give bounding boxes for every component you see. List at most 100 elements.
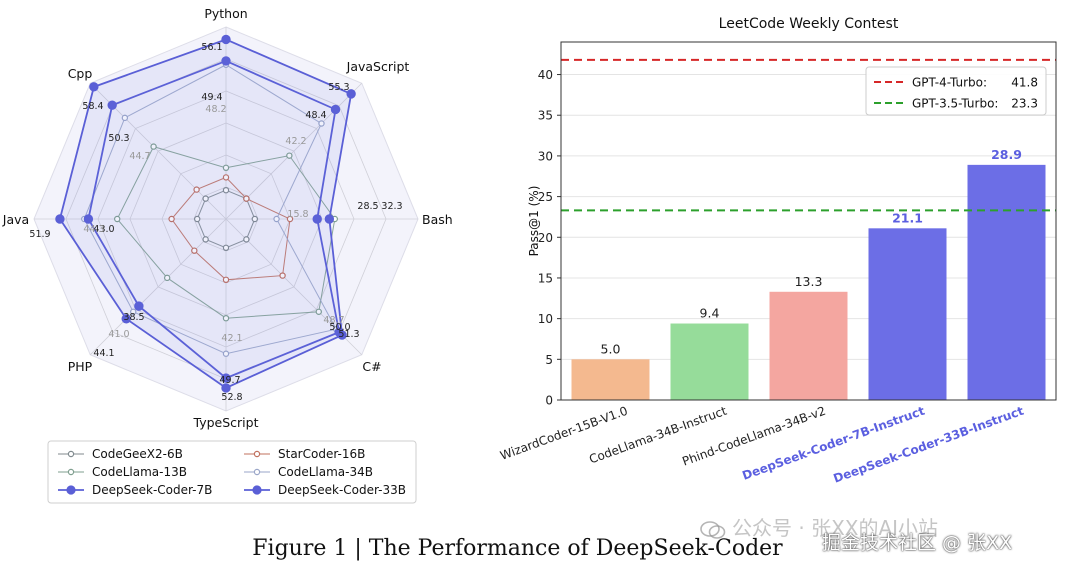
radar-point (315, 308, 322, 315)
legend-marker (253, 468, 261, 476)
radar-value-label: 50.3 (108, 133, 129, 144)
bar-value-label: 28.9 (991, 147, 1022, 162)
radar-point (222, 315, 230, 322)
radar-point (130, 308, 137, 315)
radar-point (193, 186, 200, 193)
radar-value-label: 51.9 (29, 229, 50, 240)
radar-point (163, 274, 171, 282)
radar-axis-label: PHP (68, 359, 93, 374)
radar-point (243, 195, 250, 202)
radar-value-label: 44.7 (129, 151, 150, 162)
radar-point (222, 164, 230, 171)
radar-point (243, 236, 250, 243)
radar-value-label: 38.5 (123, 312, 144, 323)
radar-value-label: 44.3 (83, 224, 104, 235)
radar-value-label: 15.8 (287, 209, 308, 220)
radar-point (251, 215, 258, 223)
bar-legend-label: GPT-3.5-Turbo: (912, 97, 998, 111)
radar-point (121, 114, 129, 122)
radar-point (150, 143, 157, 150)
radar-point (286, 215, 294, 223)
bar-value-label: 21.1 (892, 210, 923, 225)
legend-label: CodeLlama-34B (278, 465, 373, 479)
radar-legend-box (47, 440, 417, 504)
radar-value-label: 48.2 (205, 104, 226, 115)
legend-marker (252, 485, 262, 495)
radar-point (222, 174, 230, 181)
y-tick-label: 0 (545, 394, 553, 408)
y-tick-label: 10 (538, 312, 553, 326)
radar-point (83, 214, 94, 224)
radar-value-label: 56.1 (201, 42, 222, 53)
radar-point (113, 215, 121, 223)
radar-value-label: 55.3 (328, 82, 349, 93)
radar-point (191, 247, 198, 254)
radar-point (221, 34, 231, 45)
radar-point (337, 330, 347, 340)
radar-axis-label: JavaScript (346, 59, 410, 74)
radar-value-label: 41.0 (108, 329, 129, 340)
radar-point (134, 301, 144, 311)
radar-value-label: 48.4 (305, 110, 326, 121)
legend-marker (67, 468, 75, 476)
bar-value-label: 13.3 (795, 274, 823, 289)
legend-label: DeepSeek-Coder-33B (278, 483, 406, 497)
radar-value-label: 58.4 (82, 101, 103, 112)
bar-legend-label: GPT-4-Turbo: (912, 76, 987, 90)
figure-caption: Figure 1 | The Performance of DeepSeek-C… (252, 536, 783, 561)
radar-point (107, 100, 117, 110)
y-tick-label: 20 (538, 231, 553, 245)
legend-marker (66, 485, 76, 495)
bar-legend-value: 41.8 (1011, 76, 1038, 90)
radar-point (193, 215, 201, 223)
y-tick-label: 5 (545, 353, 553, 367)
radar-point (202, 195, 209, 202)
bar-legend-value: 23.3 (1011, 97, 1038, 111)
radar-point (221, 383, 231, 393)
radar-point (286, 152, 293, 159)
x-tick-label: DeepSeek-Coder-33B-Instruct (831, 404, 1025, 486)
radar-axis-label: Cpp (68, 66, 93, 81)
bar-chart: LeetCode Weekly Contest0510152025303540P… (498, 16, 1057, 486)
legend-marker (253, 450, 261, 458)
radar-point (312, 214, 322, 224)
radar-point (222, 350, 230, 357)
watermark: 公众号 · 张XX的AI小站 (700, 512, 938, 541)
radar-value-label: 51.3 (338, 329, 359, 340)
radar-point (221, 373, 231, 383)
radar-point (202, 236, 209, 243)
radar-axis-label: Bash (422, 212, 453, 227)
radar-value-label: 42.2 (285, 136, 306, 147)
radar-point (55, 214, 65, 224)
radar-value-label: 28.5 (357, 201, 378, 212)
radar-point (222, 186, 230, 194)
legend-label: CodeLlama-13B (92, 465, 187, 479)
bar-value-label: 5.0 (601, 341, 621, 356)
radar-value-label: 42.1 (221, 333, 242, 344)
watermark-line2: 掘金技术社区 @ 张XX (822, 532, 1013, 554)
y-tick-label: 25 (538, 190, 553, 204)
radar-point (89, 82, 99, 92)
bar-chart-title: LeetCode Weekly Contest (719, 16, 899, 32)
bar (670, 323, 749, 400)
bar (571, 359, 650, 400)
y-tick-label: 35 (538, 109, 553, 123)
radar-point (330, 104, 341, 115)
y-tick-label: 15 (538, 271, 553, 285)
radar-value-label: 49.4 (201, 92, 222, 103)
radar-axis-label: Python (204, 6, 247, 21)
legend-marker (67, 450, 75, 458)
radar-value-label: 32.3 (381, 201, 402, 212)
radar-value-label: 43.0 (93, 224, 114, 235)
radar-point (346, 89, 356, 99)
radar-point (279, 272, 286, 279)
radar-axis-label: TypeScript (193, 415, 259, 430)
bar (868, 228, 947, 400)
radar-point (273, 215, 280, 223)
bar-value-label: 9.4 (700, 306, 720, 321)
radar-chart: PythonJavaScriptBashC#TypeScriptPHPJavaC… (2, 6, 453, 430)
radar-point (324, 214, 335, 224)
legend-label: StarCoder-16B (278, 447, 365, 461)
